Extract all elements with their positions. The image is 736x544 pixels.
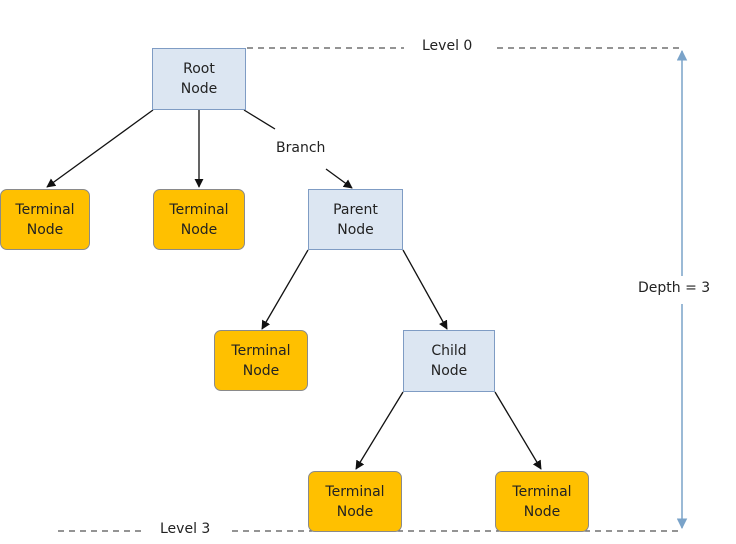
terminal-node-5: Terminal Node <box>495 471 589 532</box>
terminal-node-2-line2: Node <box>180 221 218 238</box>
child-node: Child Node <box>403 330 495 392</box>
terminal-node-5-line1: Terminal <box>512 483 572 500</box>
branch-label: Branch <box>272 140 330 156</box>
level-0-label: Level 0 <box>418 38 477 54</box>
terminal-node-5-line2: Node <box>523 503 561 520</box>
terminal-node-1-line1: Terminal <box>15 201 75 218</box>
terminal-node-4-line2: Node <box>336 503 374 520</box>
edge-child-terminal5 <box>494 391 542 470</box>
parent-node-line2: Node <box>337 221 374 238</box>
root-node-line1: Root <box>183 61 215 77</box>
terminal-node-3-line2: Node <box>242 362 280 379</box>
terminal-node-1-line2: Node <box>26 221 64 238</box>
root-node: Root Node <box>152 48 246 110</box>
edge-parent-child <box>402 249 448 330</box>
child-node-line2: Node <box>430 363 468 379</box>
terminal-node-2-line1: Terminal <box>169 201 229 218</box>
edge-root-branch <box>243 109 276 130</box>
terminal-node-4: Terminal Node <box>308 471 402 532</box>
root-node-line2: Node <box>180 81 218 97</box>
terminal-node-1: Terminal Node <box>0 189 90 250</box>
child-node-line1: Child <box>431 343 467 359</box>
terminal-node-3-line1: Terminal <box>231 342 291 359</box>
parent-node: Parent Node <box>308 189 403 250</box>
level-3-label: Level 3 <box>156 521 215 537</box>
edge-branch-parent <box>325 168 353 189</box>
terminal-node-3: Terminal Node <box>214 330 308 391</box>
edge-root-terminal1 <box>46 109 154 188</box>
edge-parent-terminal3 <box>261 249 309 330</box>
parent-node-line1: Parent <box>333 201 378 218</box>
depth-label: Depth = 3 <box>634 280 715 296</box>
edge-child-terminal4 <box>355 391 404 470</box>
terminal-node-4-line1: Terminal <box>325 483 385 500</box>
terminal-node-2: Terminal Node <box>153 189 245 250</box>
